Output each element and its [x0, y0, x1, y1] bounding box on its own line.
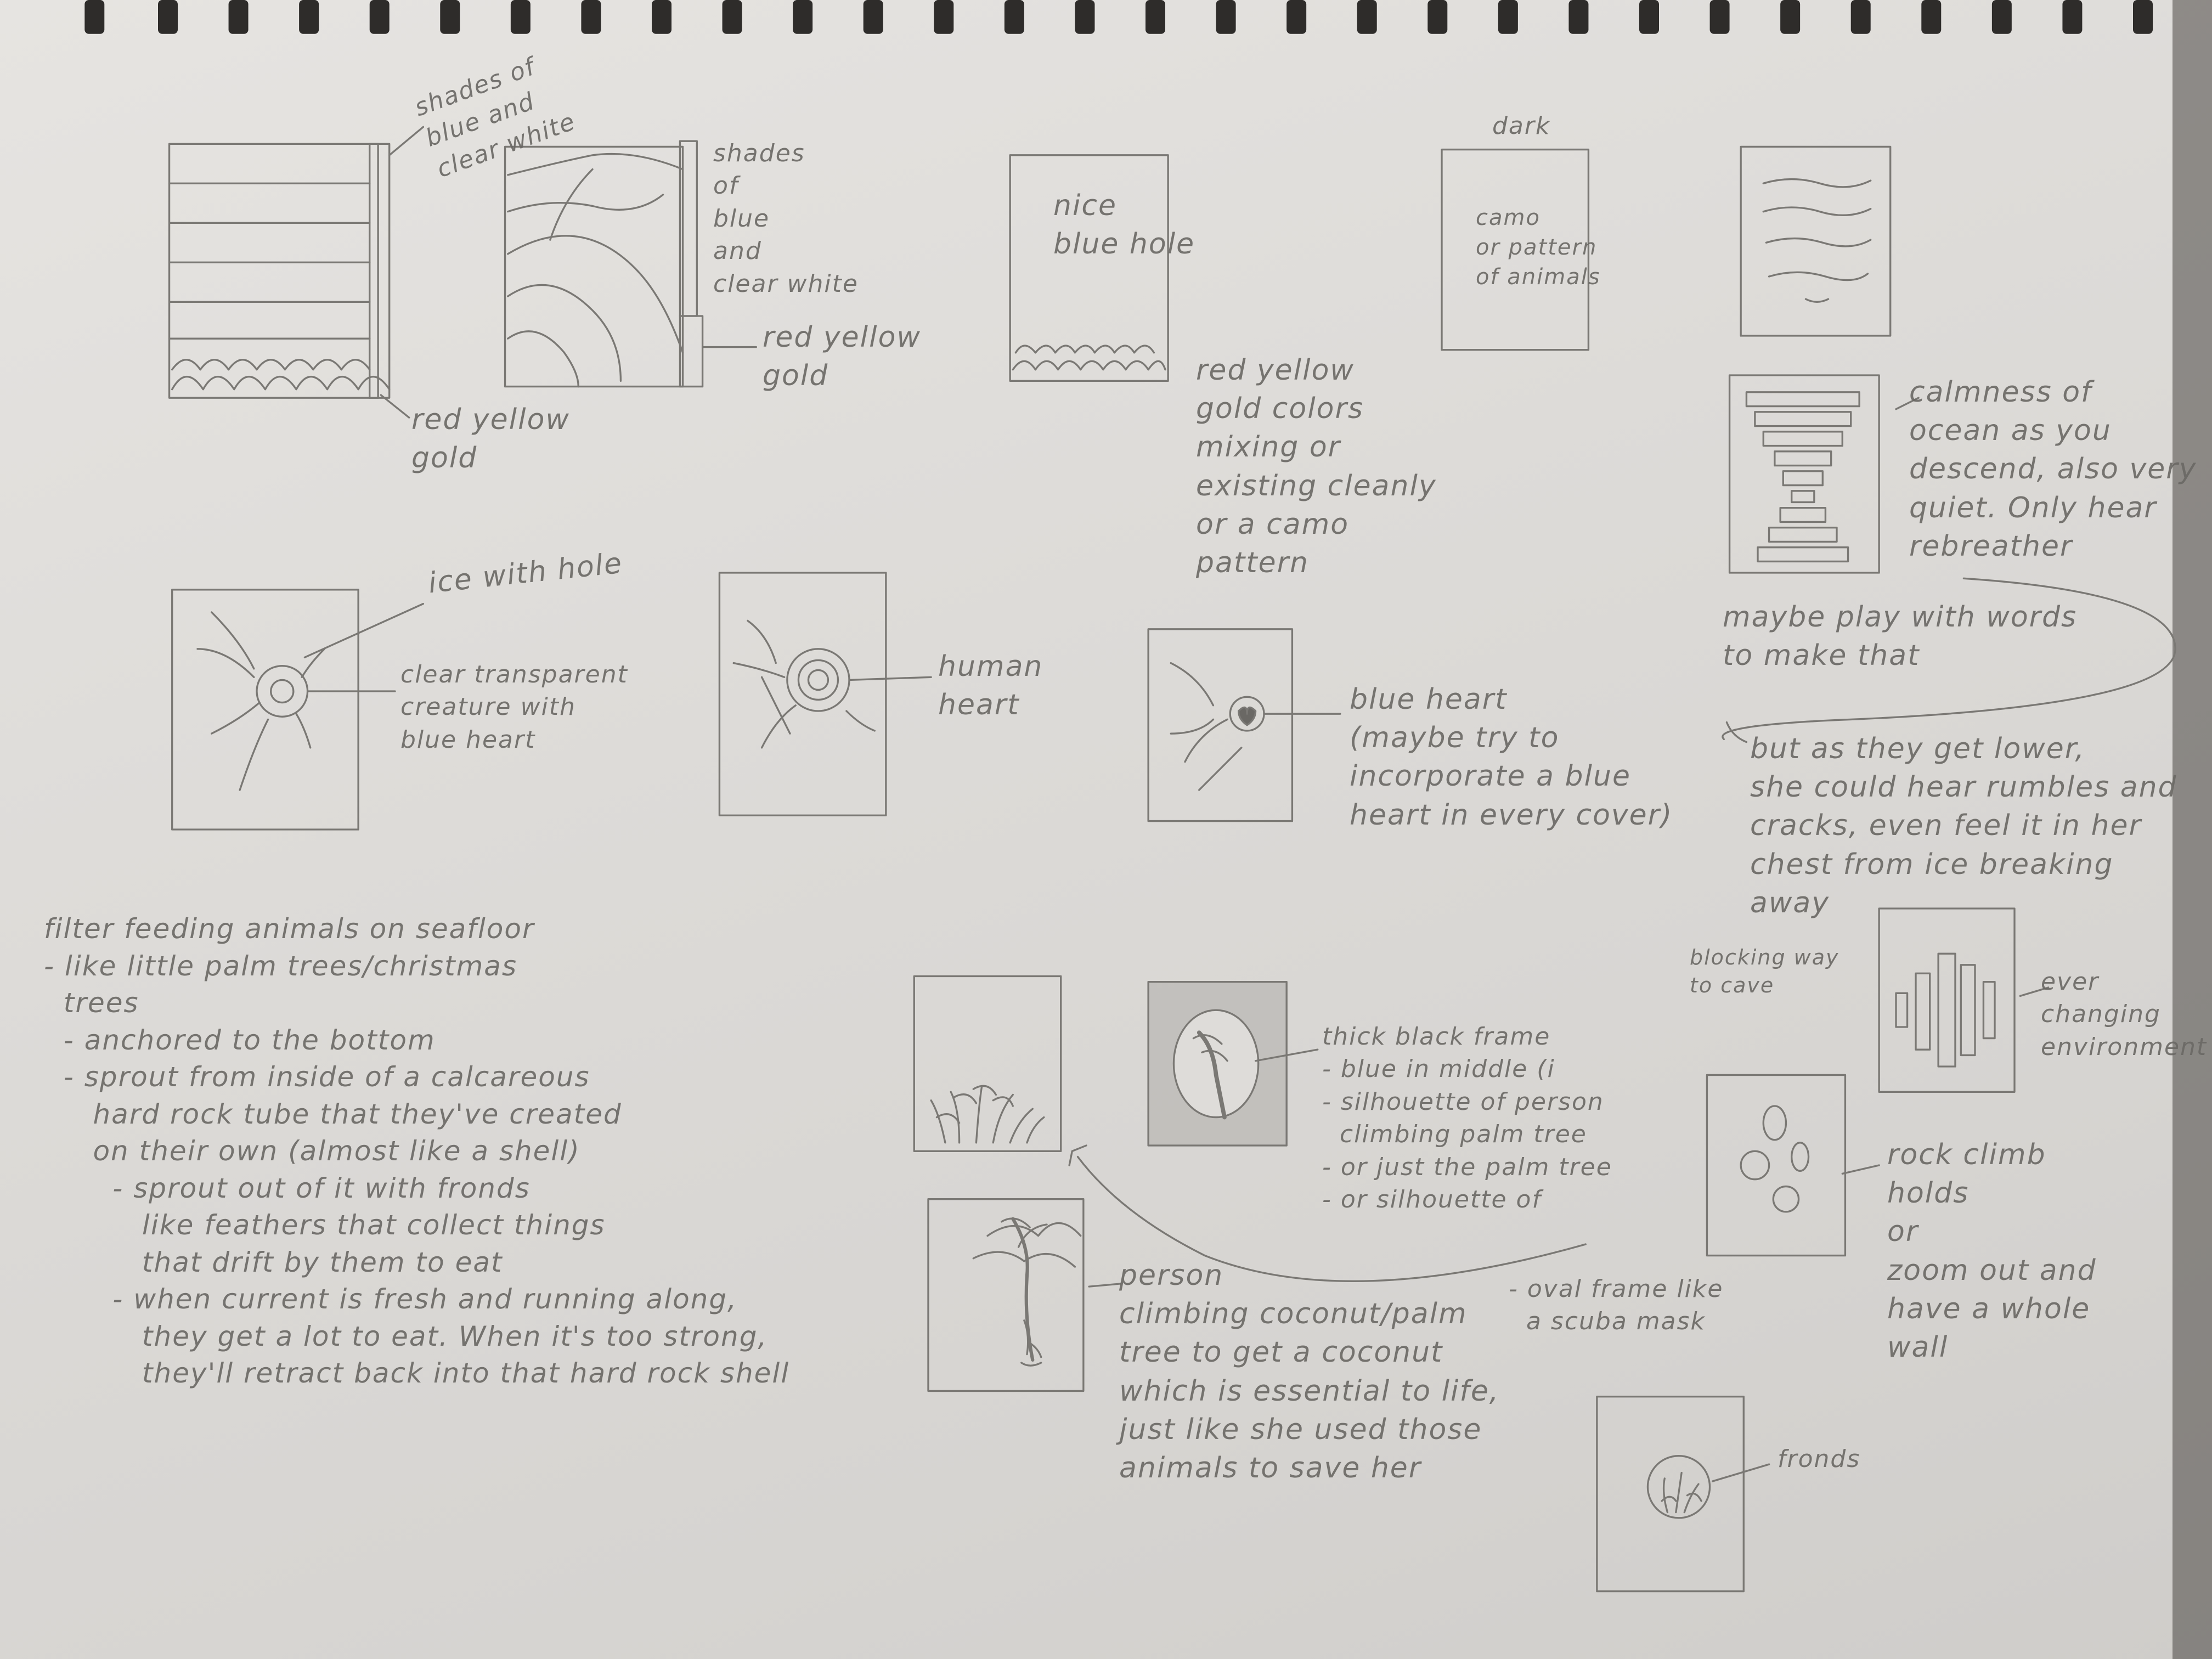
note-shades-of-blue-2: shades of blue and clear white — [713, 139, 859, 298]
cover-sketch-13 — [1878, 907, 2050, 1093]
cover-sketch-6 — [1728, 374, 1920, 574]
note-blue-heart: blue heart (maybe try to incorporate a b… — [1350, 683, 1673, 832]
note-ever-changing: ever changing environment — [2041, 968, 2208, 1061]
cover-sketch-7 — [171, 589, 425, 831]
note-person-climbing: person climbing coconut/palm tree to get… — [1119, 1259, 1500, 1485]
note-camo-pattern: camo or pattern of animals — [1476, 205, 1601, 290]
cover-sketch-15 — [1596, 1396, 1770, 1593]
note-dark: dark — [1492, 112, 1551, 140]
note-rock-climb: rock climb holds or zoom out and have a … — [1887, 1138, 2097, 1364]
note-calmness: calmness of ocean as you descend, also v… — [1909, 376, 2197, 563]
note-filter-feeding: filter feeding animals on seafloor - lik… — [44, 913, 790, 1389]
cover-sketch-11 — [1147, 981, 1319, 1147]
cover-sketch-5 — [1740, 145, 1892, 337]
note-red-yellow-gold-colors: red yellow gold colors mixing or existin… — [1196, 354, 1437, 579]
cover-sketch-4 — [1441, 148, 1590, 351]
note-red-yellow-gold-2: red yellow gold — [763, 321, 921, 393]
note-blocking-way: blocking way to cave — [1690, 945, 1839, 998]
right-shadow — [2172, 0, 2212, 1659]
note-human-heart: human heart — [938, 650, 1043, 722]
note-oval-frame: - oval frame like a scuba mask — [1509, 1275, 1724, 1336]
note-but-as: but as they get lower, she could hear ru… — [1750, 732, 2177, 919]
connector-arrows — [1068, 577, 2176, 1282]
cover-sketch-10 — [913, 975, 1062, 1152]
note-fronds: fronds — [1778, 1445, 1861, 1473]
cover-sketch-12 — [927, 1198, 1121, 1392]
note-nice-blue-hole: nice blue hole — [1053, 189, 1195, 261]
spiral-binding — [84, 0, 2153, 34]
cover-sketch-8 — [718, 572, 932, 816]
cover-sketch-1 — [168, 126, 425, 419]
cover-sketch-14 — [1706, 1074, 1880, 1257]
note-thick-black-frame: thick black frame - blue in middle (i - … — [1322, 1023, 1612, 1214]
cover-sketch-3 — [1009, 154, 1169, 382]
cover-sketch-2 — [504, 140, 757, 388]
note-clear-creature: clear transparent creature with blue hea… — [400, 661, 628, 754]
note-maybe-play: maybe play with words to make that — [1723, 601, 2078, 673]
note-red-yellow-gold-1: red yellow gold — [411, 403, 570, 475]
cover-sketch-9 — [1147, 628, 1341, 822]
